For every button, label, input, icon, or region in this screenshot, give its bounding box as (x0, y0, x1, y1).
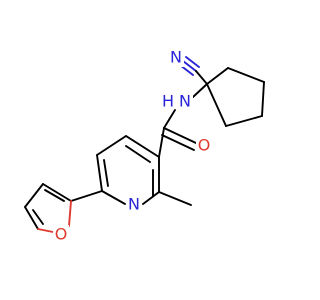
atom-labels: N N H O N O (53, 47, 212, 245)
furan-bond-3 (24, 206, 39, 230)
cyclopentane-bond-4 (225, 115, 263, 127)
cyano-to-quaternary-carbon-bond (195, 70, 208, 85)
pyridine-bond-5 (142, 191, 160, 205)
molecule-structure-svg: N N H O N O (24, 47, 265, 245)
furan-bond-5 (68, 200, 72, 227)
furan-bond-1 (42, 183, 72, 202)
cyclopentane-ring (206, 67, 265, 127)
furan-inner-double-1 (44, 189, 65, 202)
cyano-group (179, 56, 208, 85)
cyano-triple-bond-a (185, 56, 200, 68)
amide-linkage (161, 83, 208, 151)
pyridine-to-furan-bond (70, 190, 103, 202)
cyclopentane-bond-2 (227, 67, 265, 83)
pyridine-bond-4 (101, 190, 126, 205)
cyano-triple-bond-b (182, 60, 197, 72)
pyridine-inner-double-2 (103, 159, 109, 187)
cyclopentane-bond-3 (261, 81, 265, 117)
cyclopentane-bond-1 (206, 67, 229, 85)
carbonyl-oxygen-label: O (198, 136, 211, 155)
furan-bond-4 (37, 228, 54, 233)
pyridine-inner-double-1 (125, 145, 151, 163)
pyridine-bond-1 (125, 135, 160, 158)
furan-bond-2 (24, 183, 44, 208)
carbonyl-to-pyridine-bond (158, 127, 165, 158)
methyl-substituent-bond (158, 191, 192, 206)
furan-oxygen-label: O (55, 225, 68, 244)
pyridine-bond-2 (96, 135, 127, 156)
amide-hydrogen-label: H (162, 92, 174, 111)
molecule-canvas: N N H O N O (24, 47, 265, 245)
pyridine-ring (96, 127, 192, 206)
cyclopentane-bond-5 (206, 83, 227, 127)
pyridine-nitrogen-label: N (128, 195, 140, 214)
pyridine-bond-3 (96, 154, 103, 192)
carbonyl-carbon-to-oxygen-double-b (161, 134, 195, 151)
quaternary-carbon-to-amide-n-bond (192, 83, 208, 98)
furan-inner-double-2 (32, 209, 44, 225)
carbonyl-carbon-to-oxygen-double-a (163, 127, 197, 144)
amide-n-to-carbonyl-carbon-bond (163, 109, 176, 129)
cyano-nitrogen-label: N (170, 48, 182, 67)
furan-ring (24, 183, 103, 233)
amide-nitrogen-label: N (179, 92, 191, 111)
